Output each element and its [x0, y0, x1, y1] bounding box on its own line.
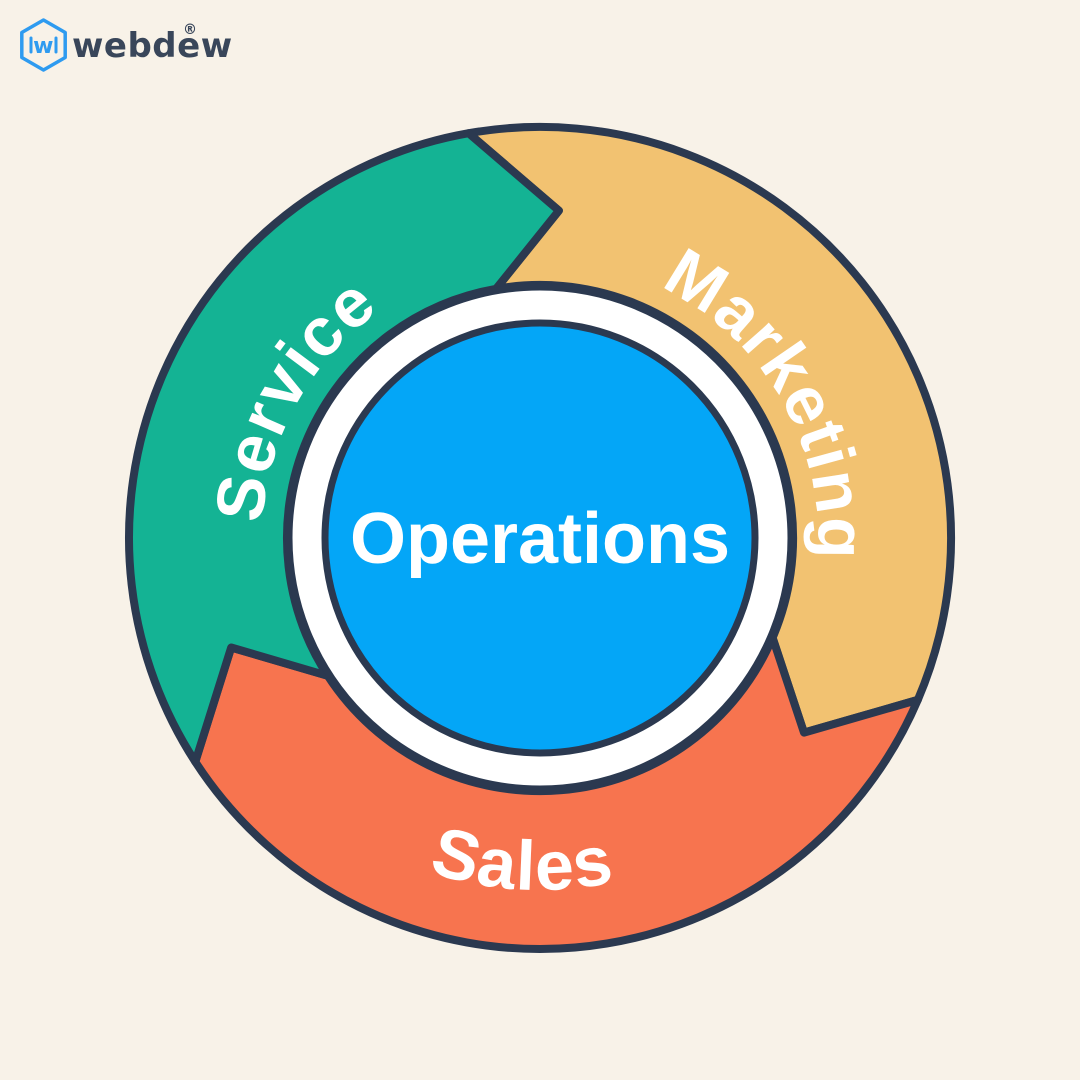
registered-mark-icon: ® — [183, 22, 198, 38]
logo-monogram: w — [33, 34, 54, 59]
logo-brand-text: webdew — [72, 26, 233, 66]
webdew-logo: w webdew ® — [20, 18, 233, 72]
sales-label: Sales — [424, 812, 617, 906]
hub-circle — [321, 319, 759, 757]
sales-label-text: Sales — [424, 812, 618, 906]
operations-label: Operations — [350, 499, 730, 579]
logo-hexagon-icon — [20, 18, 67, 72]
